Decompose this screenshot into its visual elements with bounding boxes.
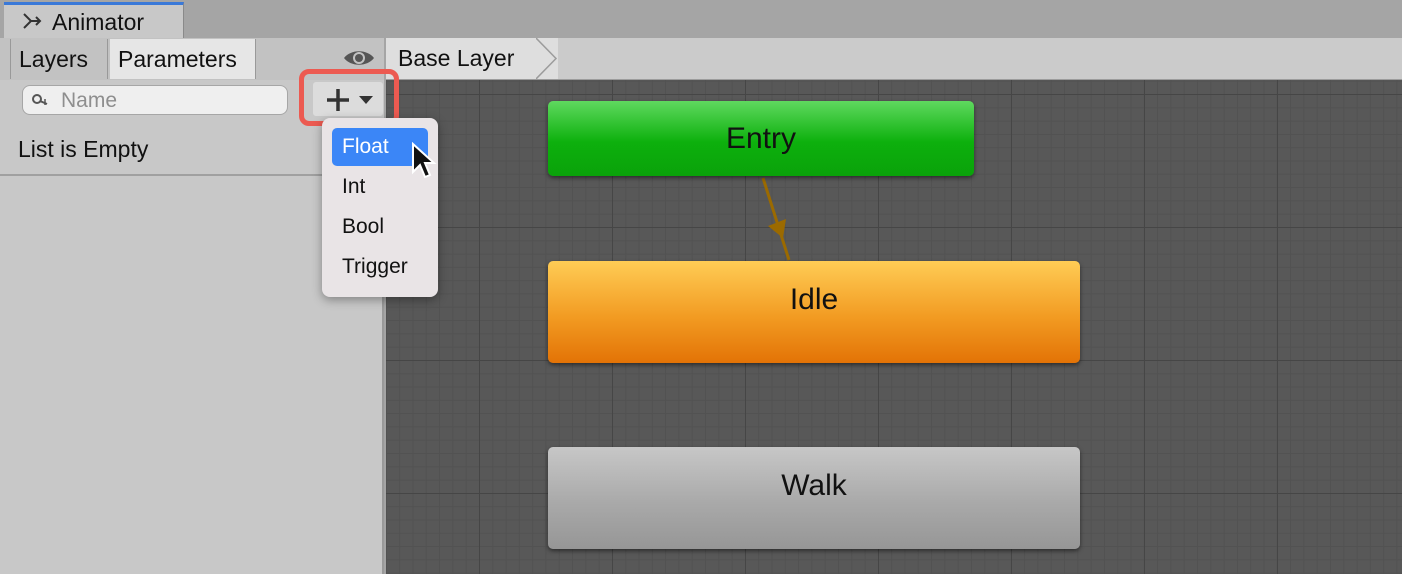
state-walk[interactable]: Walk [548,447,1080,549]
state-idle[interactable]: Idle [548,261,1080,363]
window-tabstrip: Animator [0,0,1402,38]
window-title: Animator [52,9,145,35]
tab-parameters[interactable]: Parameters [110,39,256,79]
plus-icon [327,89,349,111]
parameter-list: List is Empty [0,122,384,176]
menu-item-bool[interactable]: Bool [342,215,385,238]
mouse-cursor-icon [412,142,437,179]
state-entry[interactable]: Entry [548,101,974,176]
breadcrumb[interactable]: Base Layer [386,38,558,79]
search-icon [32,94,48,105]
menu-item-int[interactable]: Int [342,175,366,198]
breadcrumb-arrow-icon [536,38,558,79]
menu-item-trigger[interactable]: Trigger [342,255,408,278]
chevron-down-icon [359,96,373,104]
search-box[interactable] [22,85,288,115]
animator-window-tab[interactable]: Animator [4,2,184,38]
breadcrumb-base-layer[interactable]: Base Layer [398,45,515,71]
search-input[interactable] [59,88,283,114]
tab-layers[interactable]: Layers [10,39,108,79]
empty-list-label: List is Empty [18,136,149,162]
eye-icon[interactable] [343,48,375,68]
breadcrumb-bar: Base Layer [386,38,1402,80]
add-parameter-button[interactable] [313,82,383,116]
animator-icon [23,13,42,29]
